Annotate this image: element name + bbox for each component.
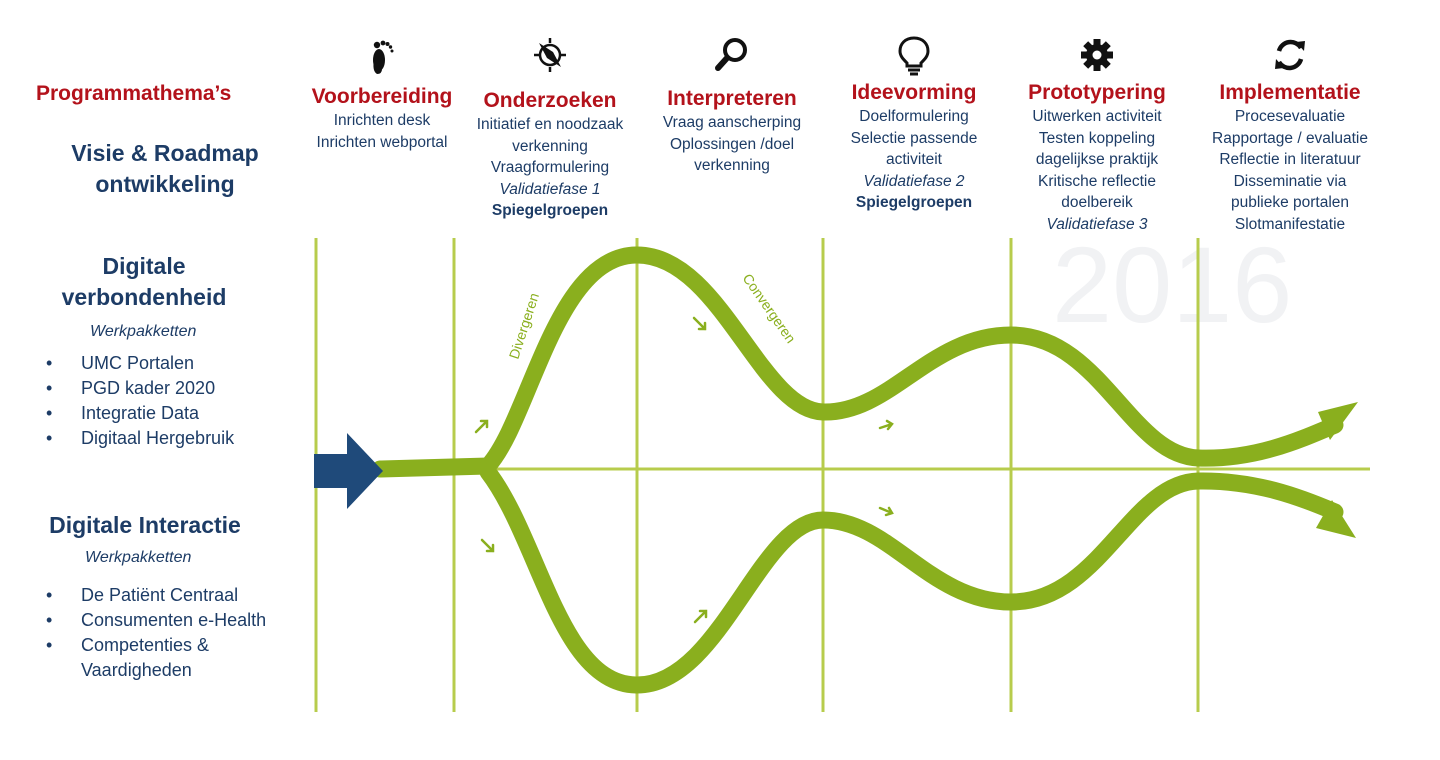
phase-validation: Validatiefase 1: [499, 180, 601, 198]
list-item-text: Vaardigheden: [81, 660, 192, 680]
year-watermark: 2016: [1052, 224, 1293, 345]
phase-validation: Validatiefase 3: [1046, 215, 1148, 233]
phase-line: Selectie passende: [850, 129, 978, 147]
bullet-list-verbondenheid: UMC Portalen PGD kader 2020 Integratie D…: [46, 351, 234, 451]
phase-interpreteren: Interpreteren Vraag aanscherping Oplossi…: [646, 34, 818, 177]
phase-title: Ideevorming: [851, 81, 977, 104]
phase-line: Doelformulering: [859, 108, 969, 125]
left-subtitle: Visie & Roadmap ontwikkeling: [20, 138, 310, 200]
phase-line: Slotmanifestatie: [1234, 215, 1346, 233]
phase-line: Kritische reflectie: [1037, 172, 1156, 190]
small-arrow: [692, 316, 707, 331]
start-arrow: [314, 433, 383, 509]
group-title-verbondenheid: Digitale verbondenheid: [20, 251, 268, 313]
phase-line: Uitwerken activiteit: [1032, 108, 1162, 125]
small-arrow: [878, 506, 894, 517]
list-item: PGD kader 2020: [46, 376, 234, 401]
gear-icon: [1081, 39, 1113, 71]
phase-line: Vraagformulering: [490, 159, 610, 176]
footprint-icon: [373, 40, 394, 74]
small-arrow: [480, 538, 495, 553]
phase-voorbereiding: Voorbereiding Inrichten desk Inrichten w…: [304, 34, 460, 153]
phase-line: verkenning: [694, 157, 770, 174]
flow-upper-curve: [479, 246, 1344, 475]
phase-line: Disseminatie via: [1233, 172, 1347, 190]
search-icon: [715, 38, 747, 71]
subtitle-line-2: ontwikkeling: [95, 171, 235, 197]
group-subtitle: Werkpakketten: [85, 549, 192, 566]
list-item: Competenties &: [46, 633, 266, 658]
phase-onderzoeken: Onderzoeken Initiatief en noodzaak verke…: [466, 34, 634, 222]
phase-line: Testen koppeling: [1038, 129, 1156, 147]
phase-title: Implementatie: [1219, 81, 1361, 104]
group-title-line: Digitale: [102, 253, 186, 279]
lightbulb-icon: [898, 36, 930, 76]
phase-line: doelbereik: [1061, 194, 1133, 211]
subtitle-line-1: Visie & Roadmap: [71, 140, 259, 166]
flow-lower-curve: [479, 463, 1344, 694]
small-arrow: [474, 419, 489, 434]
phase-implementatie: Implementatie Procesevaluatie Rapportage…: [1196, 34, 1384, 235]
phase-title: Onderzoeken: [483, 89, 617, 112]
bullet-list-interactie: De Patiënt Centraal Consumenten e-Health…: [46, 583, 266, 683]
phase-line: Rapportage / evaluatie: [1212, 129, 1368, 147]
phase-mirror-groups: Spiegelgroepen: [855, 194, 973, 211]
phase-title: Interpreteren: [667, 87, 797, 110]
group-title-line: Digitale Interactie: [49, 512, 241, 538]
direction-arrows: [474, 316, 894, 624]
left-title: Programmathema’s: [36, 82, 232, 105]
phase-line: Inrichten desk: [333, 112, 431, 129]
phase-line: Oplossingen /doel: [669, 135, 795, 153]
phase-line: Inrichten webportal: [316, 133, 448, 151]
group-title-interactie: Digitale Interactie: [20, 510, 270, 541]
phase-line: verkenning: [512, 137, 588, 155]
phase-line: activiteit: [886, 151, 942, 168]
list-item: Digitaal Hergebruik: [46, 426, 234, 451]
phase-line: Reflectie in literatuur: [1219, 151, 1361, 168]
list-item: Vaardigheden: [46, 658, 266, 683]
group-subtitle: Werkpakketten: [90, 323, 197, 340]
list-item: UMC Portalen: [46, 351, 234, 376]
phase-title: Voorbereiding: [311, 85, 453, 108]
compass-icon: [534, 38, 566, 72]
phase-line: Initiatief en noodzaak: [476, 116, 624, 133]
phase-title: Prototypering: [1028, 81, 1166, 104]
phase-line: dagelijkse praktijk: [1035, 151, 1159, 168]
flow-curves: [371, 246, 1344, 694]
phase-mirror-groups: Spiegelgroepen: [491, 202, 609, 219]
flow-stem: [371, 457, 497, 478]
list-item: De Patiënt Centraal: [46, 583, 266, 608]
group-title-line: verbondenheid: [61, 284, 227, 310]
small-arrow: [878, 419, 894, 431]
phase-ideevorming: Ideevorming Doelformulering Selectie pas…: [836, 34, 992, 214]
phase-line: Procesevaluatie: [1234, 108, 1346, 125]
phase-validation: Validatiefase 2: [863, 172, 965, 190]
arrow-head-lower: [1316, 500, 1356, 538]
small-arrow: [693, 609, 708, 624]
phase-line: Vraag aanscherping: [662, 114, 802, 131]
phase-line: publieke portalen: [1230, 194, 1350, 211]
arrow-head-upper: [1318, 402, 1358, 440]
phase-prototypering: Prototypering Uitwerken activiteit Teste…: [1014, 34, 1180, 235]
list-item: Integratie Data: [46, 401, 234, 426]
list-item: Consumenten e-Health: [46, 608, 266, 633]
refresh-icon: [1275, 39, 1305, 71]
